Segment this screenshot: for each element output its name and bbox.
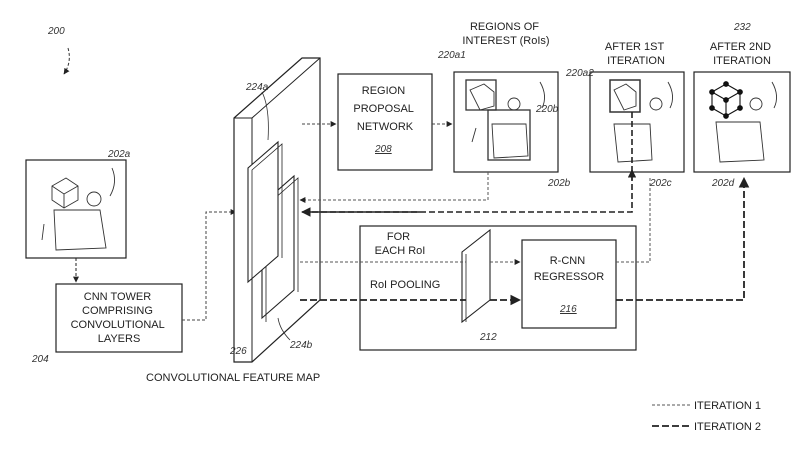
- input-image-panel: 202a: [25, 149, 131, 259]
- feature-map-caption: CONVOLUTIONAL FEATURE MAP: [146, 372, 320, 384]
- iteration1-panel: AFTER 1ST ITERATION 220a2 202c: [565, 41, 685, 189]
- roi-loop-box: FOR EACH RoI RoI POOLING 212: [359, 225, 637, 351]
- feature-map-region-front: [247, 140, 279, 284]
- iteration1-drawing: [609, 79, 673, 163]
- input-image-frame: [25, 159, 127, 259]
- iteration2-panel: AFTER 2ND ITERATION 232 202d: [693, 22, 791, 189]
- rpn-box: REGION PROPOSAL NETWORK 208: [337, 73, 433, 171]
- legend-iteration1: ITERATION 1: [694, 400, 761, 412]
- iteration1-title: AFTER 1ST ITERATION: [605, 41, 667, 67]
- feature-map-ref-front: 224a: [245, 82, 269, 93]
- arrow-cnn-to-feature-map: [182, 209, 237, 321]
- regressor-box: R-CNN REGRESSOR 216: [521, 239, 617, 329]
- iteration2-cube-drawing: [709, 81, 743, 119]
- cnn-tower-box: CNN TOWER COMPRISING CONVOLUTIONAL LAYER…: [31, 283, 183, 365]
- for-each-roi-label: FOR EACH RoI: [375, 231, 426, 257]
- input-image-drawing: [41, 167, 115, 251]
- rpn-label: REGION PROPOSAL NETWORK: [353, 85, 416, 133]
- rois-title: REGIONS OF INTEREST (RoIs): [462, 21, 549, 47]
- arrow-rois-to-feature-map: [299, 172, 489, 203]
- rois-ref: 202b: [547, 178, 571, 189]
- figure-ref: 200: [47, 26, 65, 37]
- iteration2-title: AFTER 2ND ITERATION: [710, 41, 774, 67]
- legend-iteration2: ITERATION 2: [694, 421, 761, 433]
- cnn-tower-ref: 204: [31, 354, 49, 365]
- roi-pooling-ref: 212: [479, 332, 497, 343]
- roi-pooling-label: RoI POOLING: [370, 279, 440, 291]
- feature-map-ref: 226: [229, 346, 247, 357]
- legend: ITERATION 1 ITERATION 2: [652, 400, 761, 433]
- input-image-ref: 202a: [107, 149, 131, 160]
- regressor-label: R-CNN REGRESSOR: [534, 255, 604, 283]
- iteration2-ref-obj: 232: [733, 22, 751, 33]
- iteration2-ref: 202d: [711, 178, 735, 189]
- rois-drawing: [465, 79, 545, 161]
- rois-ref-a: 220a1: [437, 50, 466, 61]
- rois-ref-b: 220b: [535, 104, 559, 115]
- regressor-ref: 216: [559, 304, 577, 315]
- feature-map: 224a 224b 226 CONVOLUTIONAL FEATURE MAP: [146, 57, 321, 384]
- flow-regressor-to-iteration2: [616, 176, 750, 301]
- rpn-ref: 208: [374, 144, 392, 155]
- iteration1-ref-roi: 220a2: [565, 68, 594, 79]
- iteration1-ref: 202c: [649, 178, 672, 189]
- flow-regressor-to-iteration1: [616, 176, 651, 263]
- feature-map-ref-back: 224b: [289, 340, 313, 351]
- figure-ref-arrow: [63, 47, 70, 75]
- arrow-iteration1-to-feature-map: [300, 112, 633, 213]
- rois-panel: REGIONS OF INTEREST (RoIs) 220a1 220b 20…: [437, 21, 571, 189]
- cnn-tower-label: CNN TOWER COMPRISING CONVOLUTIONAL LAYER…: [71, 291, 168, 345]
